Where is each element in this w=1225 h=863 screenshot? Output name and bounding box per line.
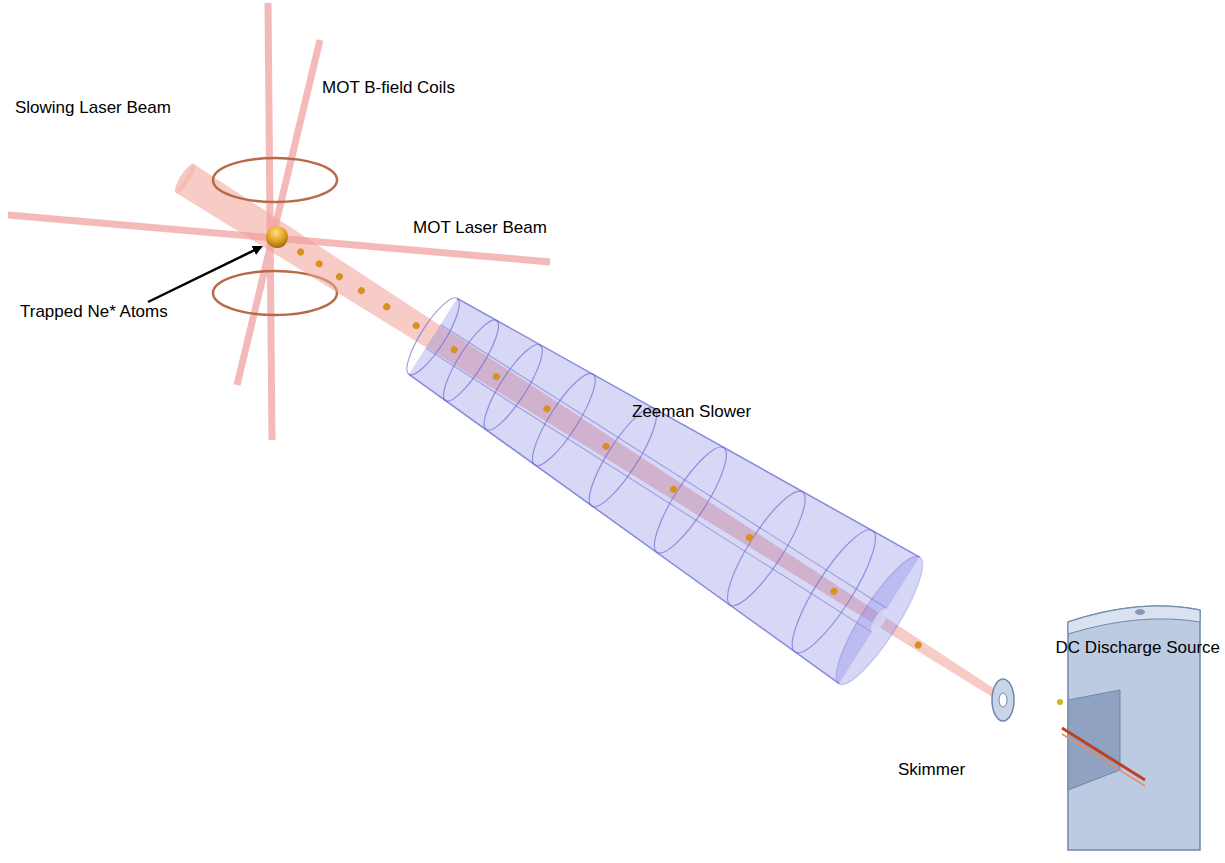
part-label: Slowing Laser Beam <box>15 98 171 118</box>
part-label: Zeeman Slower <box>632 402 751 422</box>
zeeman-slower <box>383 267 935 694</box>
part-label: MOT B-field Coils <box>322 78 455 98</box>
pointer-arrow <box>148 247 261 302</box>
part-label: MOT Laser Beam <box>413 218 547 238</box>
atoms <box>296 247 923 650</box>
slowing-laser-beam <box>176 164 1009 711</box>
beam-axis-group <box>141 113 1041 761</box>
mot-coil <box>213 158 337 202</box>
part-label: DC Discharge Source <box>1056 638 1220 658</box>
beam-end <box>172 161 199 195</box>
part-label: Trapped Ne* Atoms <box>20 302 168 322</box>
part-label: Skimmer <box>898 760 965 780</box>
skimmer <box>992 679 1014 721</box>
trapped-atom-cloud <box>262 222 292 252</box>
